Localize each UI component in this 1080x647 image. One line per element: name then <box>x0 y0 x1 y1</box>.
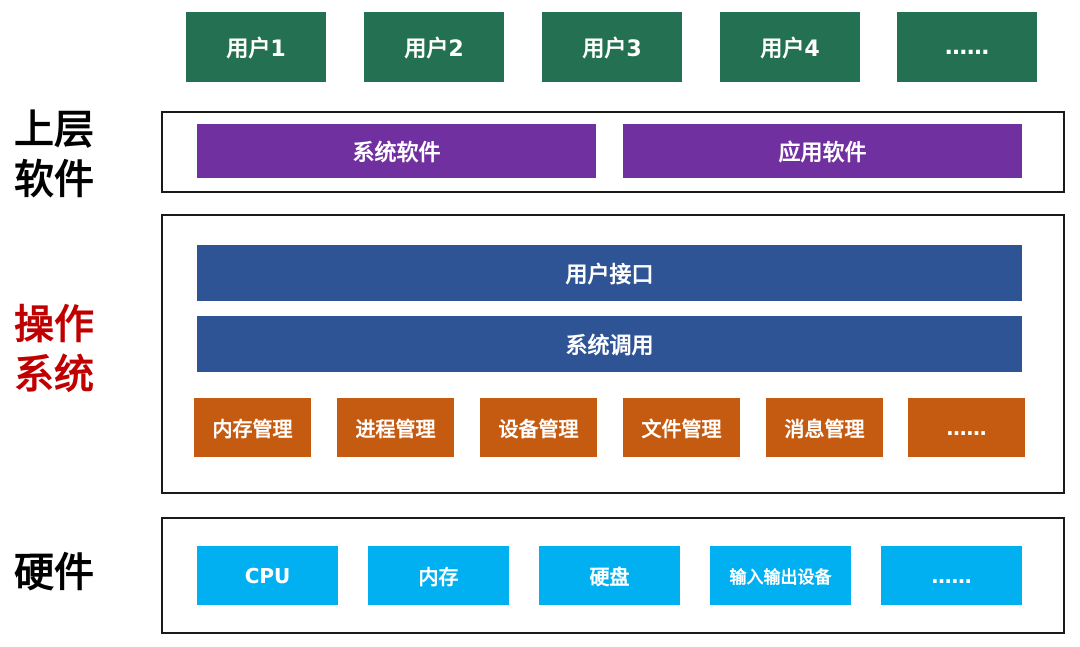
os-label-line2: 系统 <box>14 352 94 398</box>
upper-software-label-line2: 软件 <box>14 157 94 203</box>
user-1-box: 用户1 <box>186 12 326 82</box>
process-management-box: 进程管理 <box>337 398 454 457</box>
system-call-bar: 系统调用 <box>197 316 1022 372</box>
hardware-label: 硬件 <box>14 548 94 598</box>
disk-box: 硬盘 <box>539 546 680 605</box>
os-label: 操作 系统 <box>14 300 94 400</box>
user-more-box: …… <box>897 12 1037 82</box>
memory-box: 内存 <box>368 546 509 605</box>
user-4-box: 用户4 <box>720 12 860 82</box>
module-more-box: …… <box>908 398 1025 457</box>
hardware-more-box: …… <box>881 546 1022 605</box>
memory-management-box: 内存管理 <box>194 398 311 457</box>
user-interface-bar: 用户接口 <box>197 245 1022 301</box>
user-3-box: 用户3 <box>542 12 682 82</box>
message-management-box: 消息管理 <box>766 398 883 457</box>
upper-software-label-line1: 上层 <box>14 107 94 153</box>
os-label-line1: 操作 <box>14 302 94 348</box>
system-software-box: 系统软件 <box>197 124 596 178</box>
file-management-box: 文件管理 <box>623 398 740 457</box>
upper-software-label: 上层 软件 <box>14 105 94 205</box>
io-devices-box: 输入输出设备 <box>710 546 851 605</box>
device-management-box: 设备管理 <box>480 398 597 457</box>
user-2-box: 用户2 <box>364 12 504 82</box>
cpu-box: CPU <box>197 546 338 605</box>
application-software-box: 应用软件 <box>623 124 1022 178</box>
hardware-label-text: 硬件 <box>14 550 94 596</box>
